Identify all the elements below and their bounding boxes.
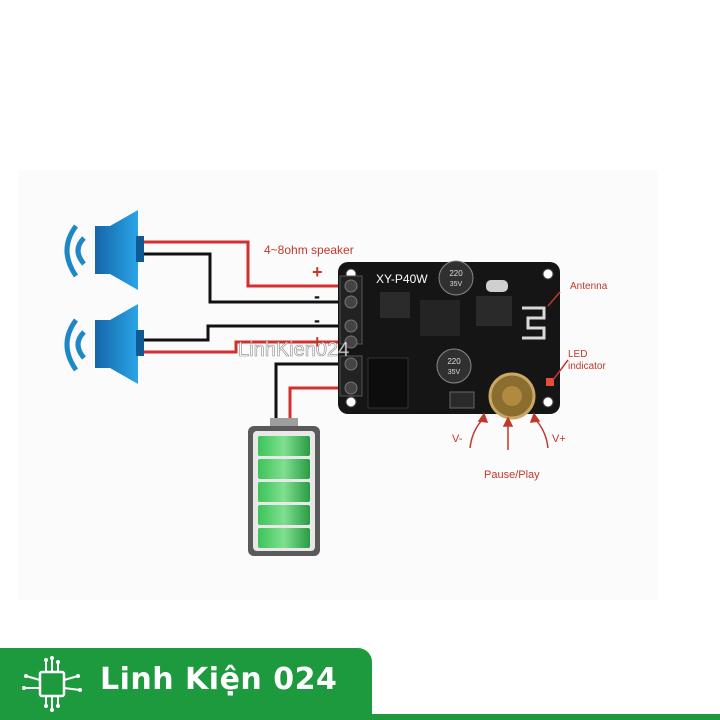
speaker-icon (64, 304, 144, 384)
capacitor-label: 220 (447, 357, 461, 366)
speaker-2-wires (144, 324, 350, 354)
dc-jack (367, 357, 409, 409)
v-minus-label: V- (452, 433, 463, 445)
pause-play-label: Pause/Play (484, 469, 540, 481)
battery-icon (248, 418, 320, 556)
plus-label: + (312, 332, 323, 352)
footer-bar (0, 648, 372, 720)
battery-wires (274, 362, 350, 422)
capacitor-label: 220 (449, 269, 463, 278)
antenna-pointer (547, 291, 561, 307)
header-pins (449, 391, 475, 409)
capacitor-voltage: 35V (448, 369, 461, 376)
led (546, 378, 554, 386)
speaker-icon (64, 210, 144, 290)
brand-name: Linh Kiện 024 (100, 662, 338, 697)
chip (380, 292, 410, 318)
led-label: indicator (568, 361, 606, 372)
amplifier-board: 220 35V 220 35V XY-P40W (338, 260, 560, 420)
v-plus-label: V+ (552, 433, 566, 445)
capacitor-voltage: 35V (450, 281, 463, 288)
circuit-chip-logo-icon (22, 656, 82, 712)
speaker-label: 4~8ohm speaker (264, 243, 354, 257)
chip (420, 300, 460, 336)
crystal (486, 280, 508, 292)
footer: Linh Kiện 024 (0, 648, 720, 720)
antenna-label: Antenna (570, 281, 608, 292)
chip (476, 296, 512, 326)
watermark: LinhKien024 (238, 339, 349, 361)
plus-label: + (312, 262, 323, 282)
antenna-trace (522, 306, 546, 340)
speaker-terminal-block (339, 275, 363, 349)
footer-accent-line (372, 714, 720, 720)
speaker-1-wires (144, 240, 350, 304)
led-pointer (552, 359, 569, 381)
board-model-label: XY-P40W (376, 272, 428, 286)
minus-label: - (314, 286, 320, 306)
minus-label: - (314, 310, 320, 330)
rotation-arrows (469, 412, 549, 450)
capacitor: 220 35V (438, 260, 474, 296)
capacitor: 220 35V (436, 348, 472, 384)
power-terminal-block (339, 355, 363, 397)
led-label: LED (568, 349, 587, 360)
